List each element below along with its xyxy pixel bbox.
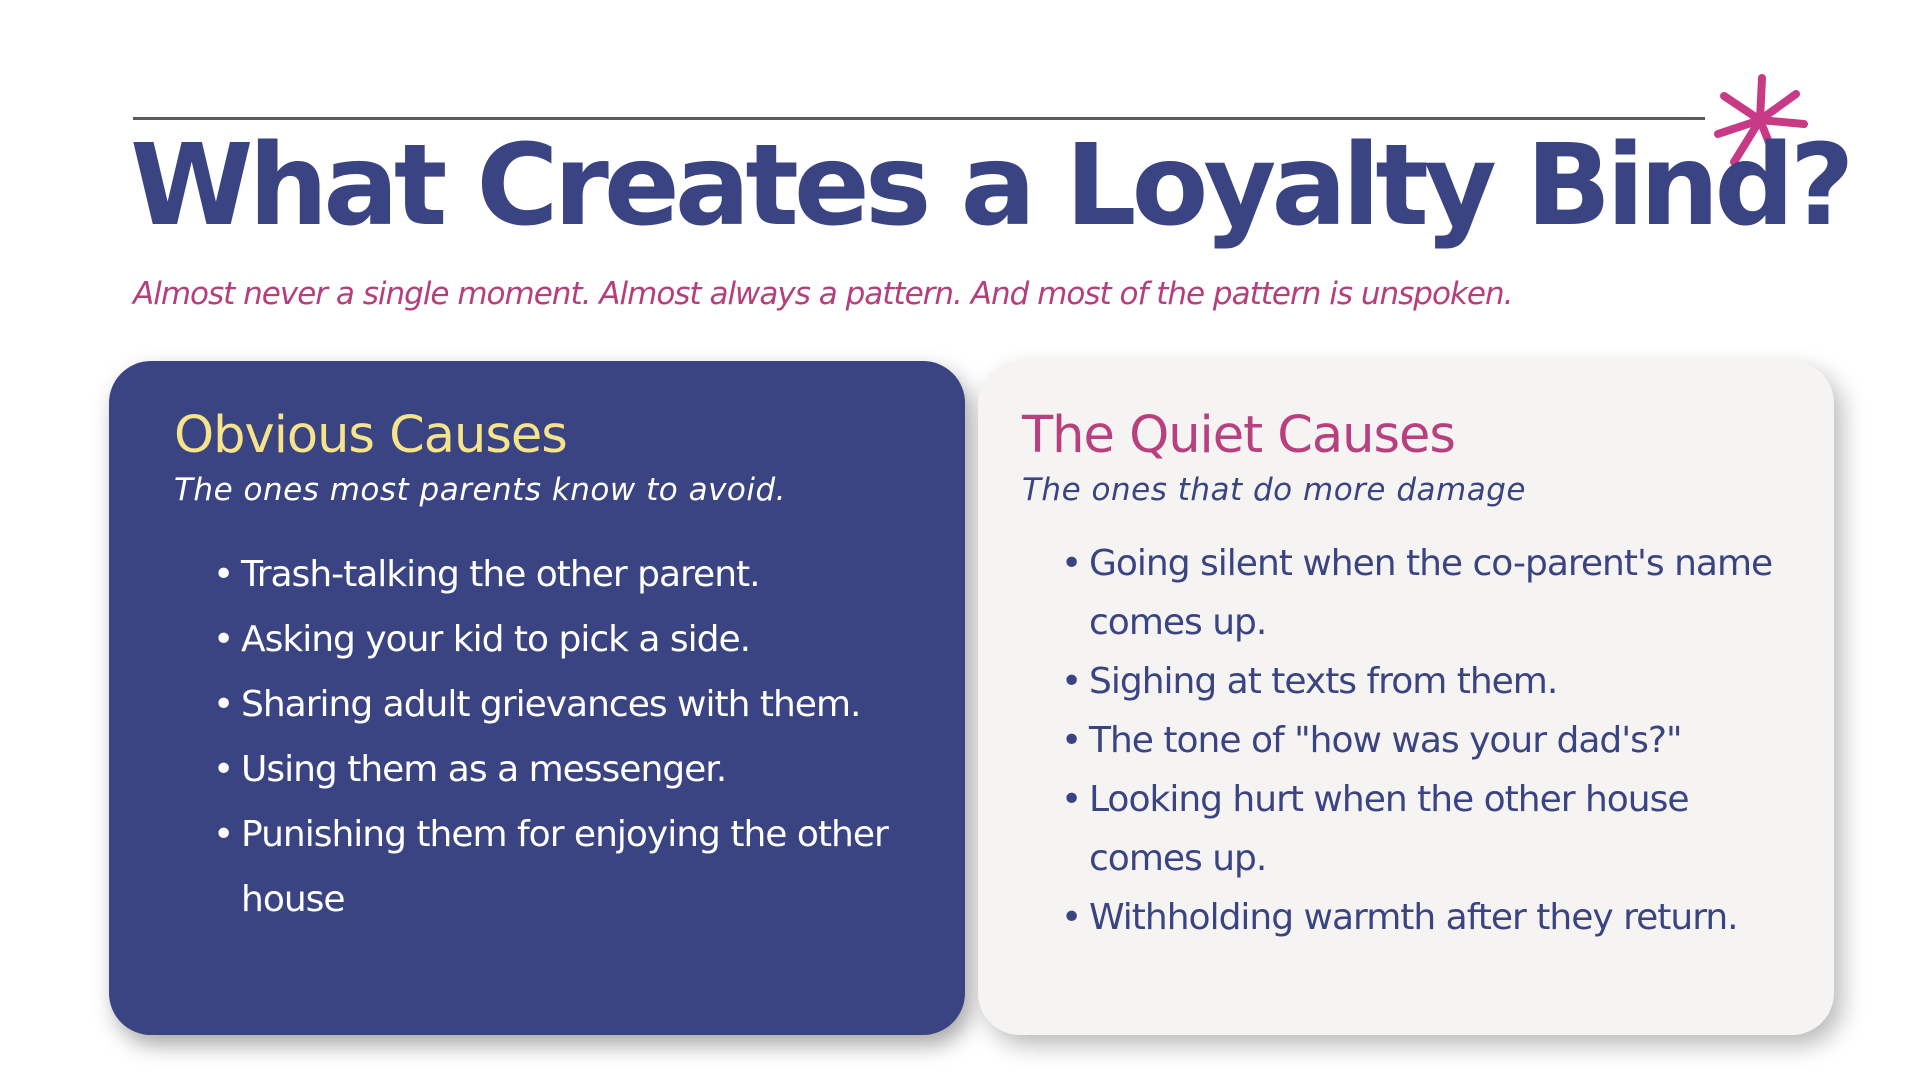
quiet-causes-card: The Quiet Causes The ones that do more d… <box>978 361 1834 1035</box>
obvious-causes-card: Obvious Causes The ones most parents kno… <box>109 361 965 1035</box>
obvious-causes-subheading: The ones most parents know to avoid. <box>174 472 787 509</box>
list-item: Sighing at texts from them. <box>1061 652 1784 711</box>
list-item: Asking your kid to pick a side. <box>213 607 905 672</box>
page-title: What Creates a Loyalty Bind? <box>130 121 1855 251</box>
obvious-causes-heading: Obvious Causes <box>174 406 568 465</box>
star-burst-icon <box>1714 74 1808 166</box>
page-subtitle: Almost never a single moment. Almost alw… <box>133 276 1513 312</box>
quiet-causes-subheading: The ones that do more damage <box>1022 472 1526 509</box>
list-item: Using them as a messenger. <box>213 737 905 802</box>
list-item: Withholding warmth after they return. <box>1061 888 1784 947</box>
list-item: Sharing adult grievances with them. <box>213 672 905 737</box>
list-item: Looking hurt when the other house comes … <box>1061 770 1784 888</box>
obvious-causes-list: Trash-talking the other parent. Asking y… <box>174 542 905 932</box>
top-divider-line <box>133 117 1705 120</box>
list-item: Punishing them for enjoying the other ho… <box>213 802 905 932</box>
quiet-causes-heading: The Quiet Causes <box>1022 406 1456 465</box>
list-item: The tone of "how was your dad's?" <box>1061 711 1784 770</box>
list-item: Going silent when the co-parent's name c… <box>1061 534 1784 652</box>
list-item: Trash-talking the other parent. <box>213 542 905 607</box>
quiet-causes-list: Going silent when the co-parent's name c… <box>1022 534 1784 947</box>
